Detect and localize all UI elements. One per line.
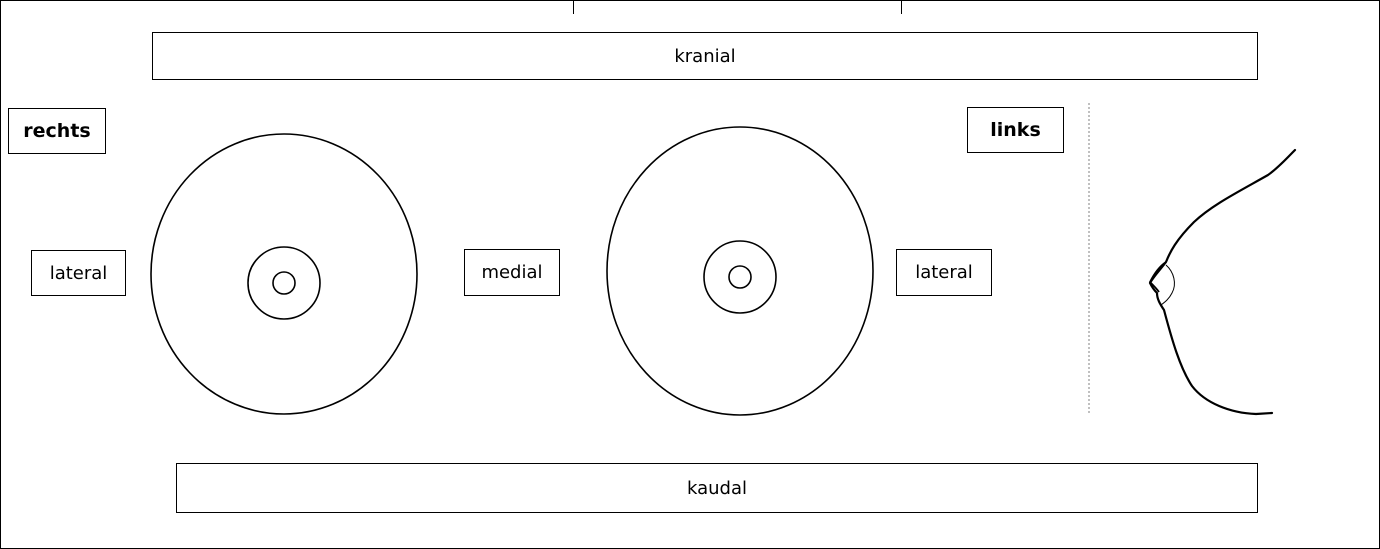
left-breast xyxy=(606,126,874,416)
profile-outline xyxy=(1148,148,1297,416)
top-column-divider xyxy=(901,0,902,14)
breast-profile-silhouette xyxy=(1148,148,1297,416)
profile-nipple xyxy=(1148,261,1167,293)
lateral-left-label: lateral xyxy=(896,249,992,296)
medial-label: medial xyxy=(464,249,560,296)
right-breast-outline xyxy=(150,133,418,415)
left-side-label: links xyxy=(967,107,1064,153)
right-areola xyxy=(247,246,321,320)
lateral-right-label: lateral xyxy=(31,250,126,296)
profile-areola xyxy=(1160,264,1175,306)
right-nipple xyxy=(272,271,296,295)
caudal-label: kaudal xyxy=(176,463,1258,513)
right-breast xyxy=(150,133,418,415)
left-breast-outline xyxy=(606,126,874,416)
top-column-divider xyxy=(573,0,574,14)
right-side-label: rechts xyxy=(8,108,106,154)
left-nipple xyxy=(728,265,752,289)
left-areola xyxy=(703,240,777,314)
cranial-label: kranial xyxy=(152,32,1258,80)
